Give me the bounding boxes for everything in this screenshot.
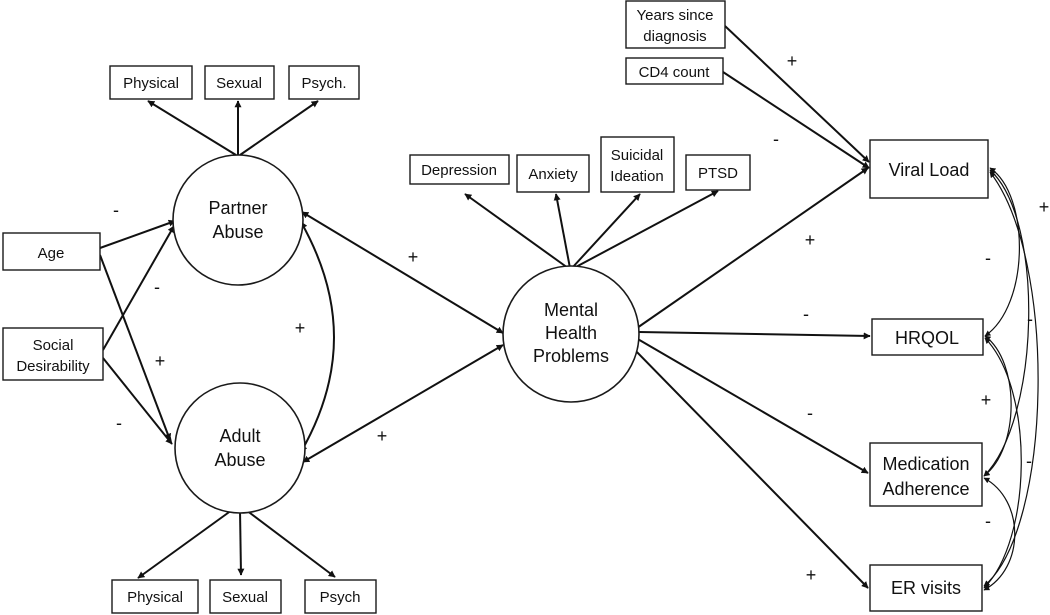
svg-text:Adherence: Adherence <box>882 479 969 499</box>
node-er-visits: ER visits <box>869 564 983 612</box>
node-age: Age <box>2 232 101 271</box>
svg-text:Depression: Depression <box>421 162 497 179</box>
svg-text:HRQOL: HRQOL <box>895 328 959 348</box>
svg-text:Suicidal: Suicidal <box>611 147 664 164</box>
sign-social-adult: - <box>116 413 122 433</box>
svg-text:Adult: Adult <box>219 426 260 446</box>
svg-text:CD4 count: CD4 count <box>639 64 711 81</box>
edge-age-partner <box>99 219 176 249</box>
edge-adult-psych <box>245 509 336 578</box>
edge-years-viral <box>724 25 870 163</box>
sign-age-adult: - <box>154 277 160 297</box>
sign-age-partner: - <box>113 200 119 220</box>
node-hrqol: HRQOL <box>871 318 984 356</box>
svg-text:Abuse: Abuse <box>212 222 263 242</box>
svg-text:Abuse: Abuse <box>214 450 265 470</box>
sign-years-viral: + <box>787 51 798 71</box>
sign-mental-viral: + <box>805 230 816 250</box>
node-sexual-bottom: Sexual <box>209 579 282 614</box>
svg-text:Mental: Mental <box>544 300 598 320</box>
node-social-desirability: Social Desirability <box>2 327 104 381</box>
edge-partner-mental <box>301 211 504 334</box>
edge-partner-physical <box>147 100 237 156</box>
edge-mental-er <box>629 344 869 589</box>
node-physical-bottom: Physical <box>111 579 199 614</box>
edge-partner-psych <box>239 100 319 156</box>
edge-mental-depression <box>464 193 569 269</box>
node-viral-load: Viral Load <box>869 139 989 199</box>
cov-viral-er <box>983 171 1039 587</box>
svg-text:Anxiety: Anxiety <box>528 166 578 183</box>
edge-mental-viral <box>636 167 869 329</box>
sign-adult-mental: + <box>377 426 388 446</box>
node-suicidal-ideation: Suicidal Ideation <box>600 136 675 193</box>
edge-mental-medication <box>635 337 869 474</box>
edge-partner-adult-covariance <box>300 221 335 453</box>
edge-social-adult <box>102 357 173 445</box>
svg-text:Sexual: Sexual <box>216 75 262 92</box>
node-ptsd: PTSD <box>685 154 751 191</box>
svg-text:Problems: Problems <box>533 346 609 366</box>
sign-cd4-viral: - <box>773 129 779 149</box>
sign-partner-adult: + <box>295 318 306 338</box>
sign-right-4: + <box>981 390 992 410</box>
node-years-since-diagnosis: Years since diagnosis <box>625 0 726 49</box>
svg-text:Physical: Physical <box>123 75 179 92</box>
svg-text:Partner: Partner <box>208 198 267 218</box>
svg-text:Desirability: Desirability <box>16 358 90 375</box>
edge-mental-ptsd <box>573 190 719 269</box>
cov-hrqol-medication <box>983 335 1012 477</box>
svg-text:Medication: Medication <box>882 454 969 474</box>
svg-text:Sexual: Sexual <box>222 589 268 606</box>
edge-cd4-viral <box>722 71 870 169</box>
svg-text:Physical: Physical <box>127 589 183 606</box>
svg-text:Psych.: Psych. <box>301 75 346 92</box>
svg-text:Social: Social <box>33 337 74 354</box>
node-physical-top: Physical <box>109 65 193 100</box>
sign-right-5: - <box>1026 451 1032 471</box>
svg-text:Age: Age <box>38 245 65 262</box>
node-partner-abuse: Partner Abuse <box>172 154 304 286</box>
node-cd4-count: CD4 count <box>625 57 724 85</box>
node-anxiety: Anxiety <box>516 154 590 193</box>
sign-right-6: - <box>985 511 991 531</box>
svg-text:Years since: Years since <box>637 7 714 24</box>
cov-viral-medication <box>983 169 1030 477</box>
node-sexual-top: Sexual <box>204 65 275 100</box>
cov-viral-hrqol <box>984 167 1020 337</box>
sign-mental-hrqol: - <box>803 304 809 324</box>
edge-adult-sexual <box>237 509 245 576</box>
sign-right-3: - <box>1027 309 1033 329</box>
svg-text:PTSD: PTSD <box>698 165 738 182</box>
sign-right-1: + <box>1039 197 1050 217</box>
edge-age-adult <box>99 254 172 441</box>
cov-hrqol-er <box>983 337 1022 589</box>
sign-partner-mental: + <box>408 247 419 267</box>
edge-social-partner <box>102 225 175 351</box>
edge-mental-suicidal <box>571 193 641 269</box>
node-mental-health-problems: Mental Health Problems <box>502 265 640 403</box>
node-medication-adherence: Medication Adherence <box>869 442 983 507</box>
edge-adult-physical <box>137 509 233 579</box>
node-psych-top: Psych. <box>288 65 360 100</box>
node-psych-bottom: Psych <box>304 579 377 614</box>
svg-text:Health: Health <box>545 323 597 343</box>
cov-medication-er <box>983 477 1016 591</box>
node-adult-abuse: Adult Abuse <box>174 382 306 514</box>
sign-right-2: - <box>985 248 991 268</box>
svg-text:ER visits: ER visits <box>891 578 961 598</box>
sign-mental-medication: - <box>807 403 813 423</box>
sign-mental-er: + <box>806 565 817 585</box>
svg-text:Ideation: Ideation <box>610 168 663 185</box>
edge-mental-hrqol <box>638 331 871 340</box>
edge-adult-mental <box>302 344 504 463</box>
sign-social-partner: + <box>155 351 166 371</box>
svg-text:Viral Load: Viral Load <box>889 160 970 180</box>
node-depression: Depression <box>409 154 510 185</box>
svg-text:diagnosis: diagnosis <box>643 28 706 45</box>
svg-text:Psych: Psych <box>320 589 361 606</box>
edge-mental-anxiety <box>553 193 571 269</box>
